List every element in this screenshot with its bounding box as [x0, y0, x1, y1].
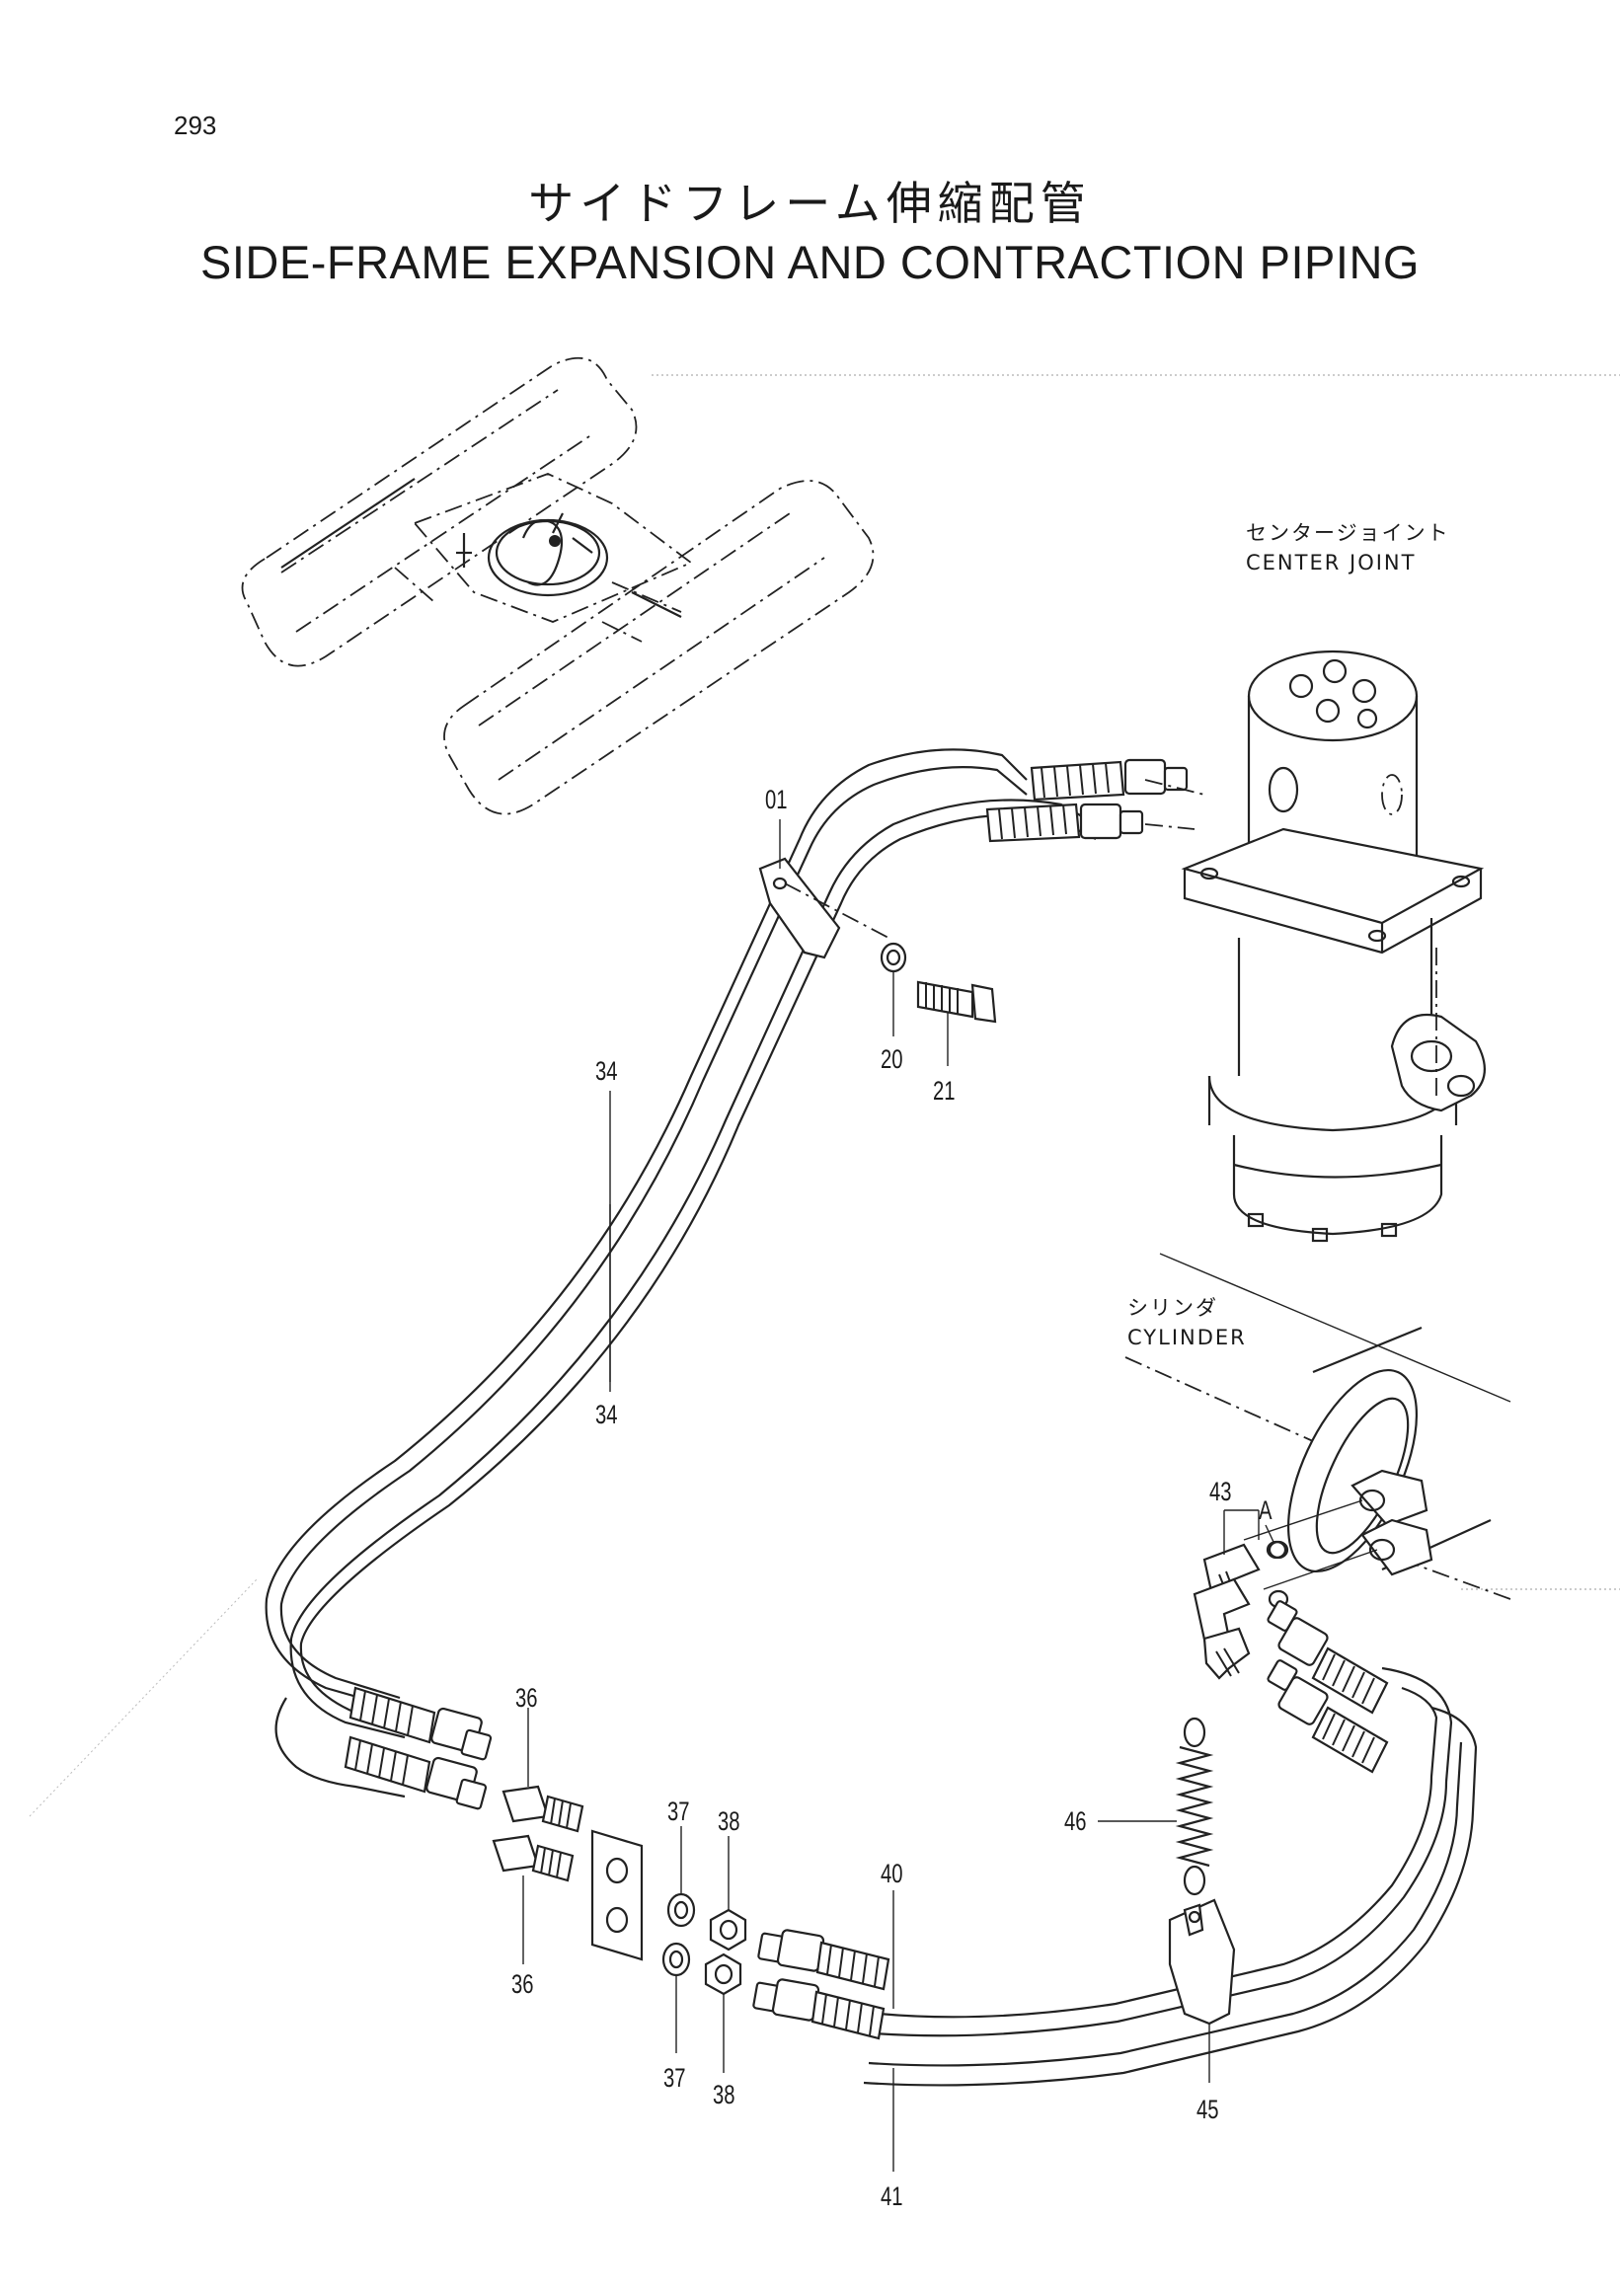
cylinder-label-jp: シリンダ: [1127, 1296, 1218, 1320]
part-label-46: 46: [1064, 1806, 1087, 1836]
center-joint-label: センタージョイント CENTER JOINT: [1246, 518, 1450, 577]
part-label-37-bottom: 37: [663, 2063, 686, 2093]
hose-fittings-upper: [985, 758, 1205, 843]
part-label-a: A: [1259, 1495, 1273, 1525]
undercarriage-inset: [241, 356, 875, 815]
washer-20-bolt-21: [880, 942, 997, 1066]
o-rings-a: [1265, 1524, 1287, 1560]
hose-fittings-lower-left: [752, 1929, 890, 2040]
title-japanese: サイドフレーム伸縮配管: [528, 177, 1092, 230]
center-joint-label-jp: センタージョイント: [1246, 521, 1450, 545]
part-label-40: 40: [881, 1859, 903, 1888]
part-label-36-bottom: 36: [511, 1969, 534, 1999]
page-number: 293: [174, 111, 217, 140]
part-label-38-bottom: 38: [713, 2080, 735, 2109]
part-label-21: 21: [933, 1076, 956, 1106]
rings-37-nuts-38: [661, 1826, 747, 2073]
elbow-fittings-43: [1193, 1509, 1261, 1680]
center-joint-drawing: [1181, 650, 1486, 1243]
clamp-45: [1168, 1898, 1236, 2083]
cylinder-label: シリンダ CYLINDER: [1127, 1293, 1247, 1352]
part-label-34-top: 34: [595, 1056, 618, 1086]
part-label-37-top: 37: [667, 1797, 690, 1826]
hoses-34: [265, 748, 1097, 1799]
part-label-20: 20: [881, 1044, 903, 1074]
clamp-01: [758, 819, 889, 959]
hose-fittings-left: [344, 1686, 644, 1964]
part-label-36-top: 36: [515, 1683, 538, 1713]
hoses-40-41: [863, 1666, 1478, 2087]
part-label-34-bottom: 34: [595, 1400, 618, 1429]
title-english: SIDE-FRAME EXPANSION AND CONTRACTION PIP…: [200, 236, 1420, 288]
hose-fittings-lower-right: [1267, 1600, 1389, 1774]
spring-46: [1098, 1717, 1214, 1896]
part-label-01: 01: [765, 785, 788, 814]
part-label-45: 45: [1196, 2095, 1219, 2124]
cylinder-drawing: [1124, 1253, 1511, 1609]
cylinder-label-en: CYLINDER: [1127, 1326, 1247, 1349]
part-label-41: 41: [881, 2181, 903, 2211]
part-label-43: 43: [1209, 1477, 1232, 1506]
center-joint-label-en: CENTER JOINT: [1246, 551, 1417, 574]
part-label-38-top: 38: [718, 1806, 740, 1836]
frame-line-left: [29, 1578, 258, 1817]
